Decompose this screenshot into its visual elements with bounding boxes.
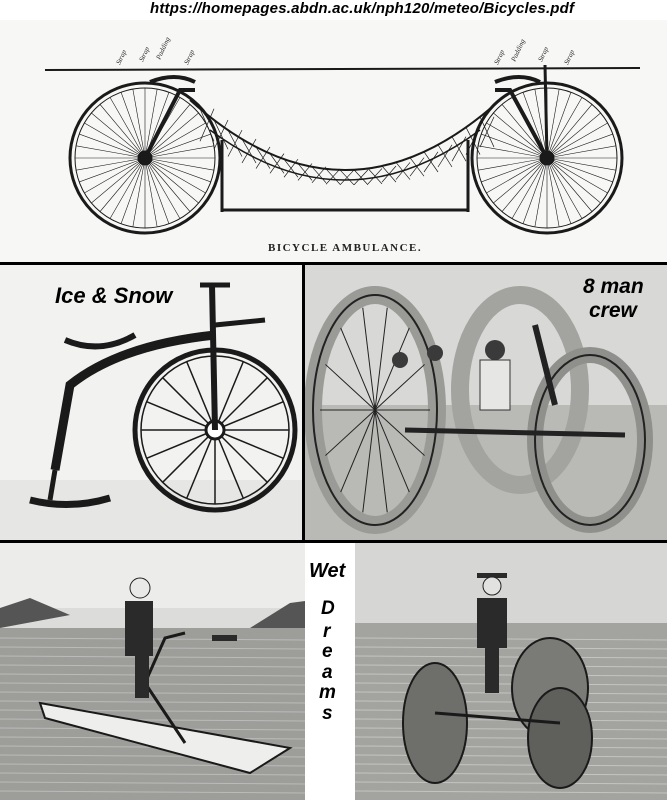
strap-label: Strap (493, 48, 507, 66)
ambulance-illustration: Strap Strap Padding Strap Strap Padding … (44, 36, 641, 235)
strap-label: Strap (537, 45, 551, 63)
padding-label: Padding (154, 36, 172, 62)
source-url: https://homepages.abdn.ac.uk/nph120/mete… (150, 0, 575, 17)
dreams-letter: m (319, 682, 336, 703)
panel-water-bicycle-left (0, 543, 305, 800)
dreams-letter: e (322, 641, 333, 662)
strap-label: Strap (563, 48, 577, 66)
water-tricycle-illustration (355, 543, 667, 800)
panel-ice-snow: Ice & Snow (0, 265, 302, 540)
padding-label: Padding (509, 38, 527, 64)
dreams-letter: D (321, 598, 335, 619)
wet-label: Wet (309, 560, 346, 582)
water-bicycle-illustration (0, 543, 305, 800)
divider-top (0, 262, 667, 265)
ambulance-caption: BICYCLE AMBULANCE. (268, 242, 423, 254)
panel-bicycle-ambulance: Strap Strap Padding Strap Strap Padding … (0, 20, 667, 262)
crew-label-line1: 8 man (583, 275, 644, 298)
strap-label: Strap (115, 48, 129, 66)
panel-8-man-crew: 8 man crew (305, 265, 667, 540)
ice-bicycle-illustration (0, 282, 302, 540)
dreams-letter: s (322, 703, 333, 724)
divider-bottom (0, 540, 667, 543)
dreams-letter: a (322, 662, 333, 683)
strap-label: Strap (138, 45, 152, 63)
divider-vertical-mid (302, 265, 305, 540)
crew-label-line2: crew (589, 299, 637, 322)
ice-snow-label: Ice & Snow (55, 283, 173, 308)
strap-label: Strap (183, 48, 197, 66)
crew-tricycle-photo (305, 265, 667, 540)
panel-water-tricycle-right (355, 543, 667, 800)
dreams-letter: r (323, 621, 331, 642)
